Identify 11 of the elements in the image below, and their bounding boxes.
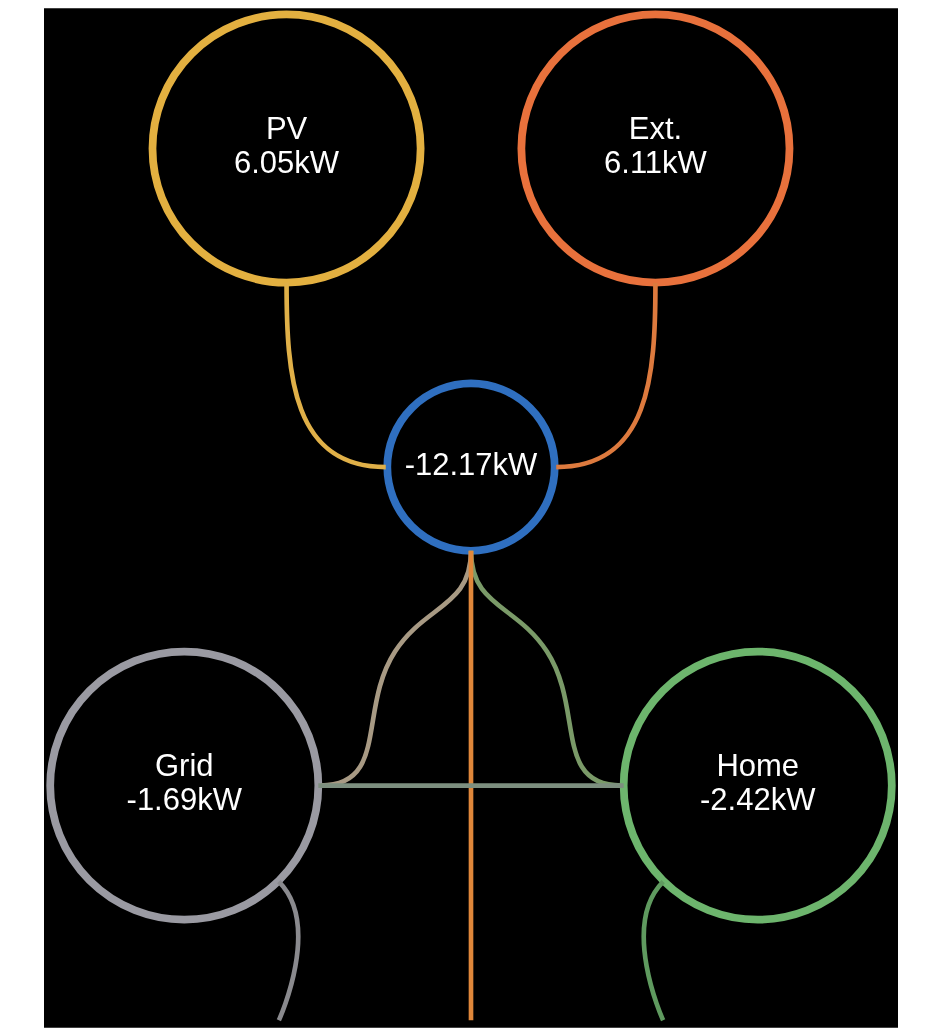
connector	[284, 282, 386, 470]
node-circle: Grid -1.69kW	[46, 647, 323, 924]
connector	[468, 550, 474, 1021]
connector	[556, 282, 658, 470]
node-circle: -12.17kW	[383, 379, 559, 555]
node-circle: PV 6.05kW	[148, 10, 425, 287]
connector	[276, 880, 301, 1022]
connector	[318, 783, 624, 788]
node-circle: Home -2.42kW	[619, 647, 896, 924]
node-circle: Ext. 6.11kW	[517, 10, 794, 287]
connector	[641, 880, 666, 1022]
